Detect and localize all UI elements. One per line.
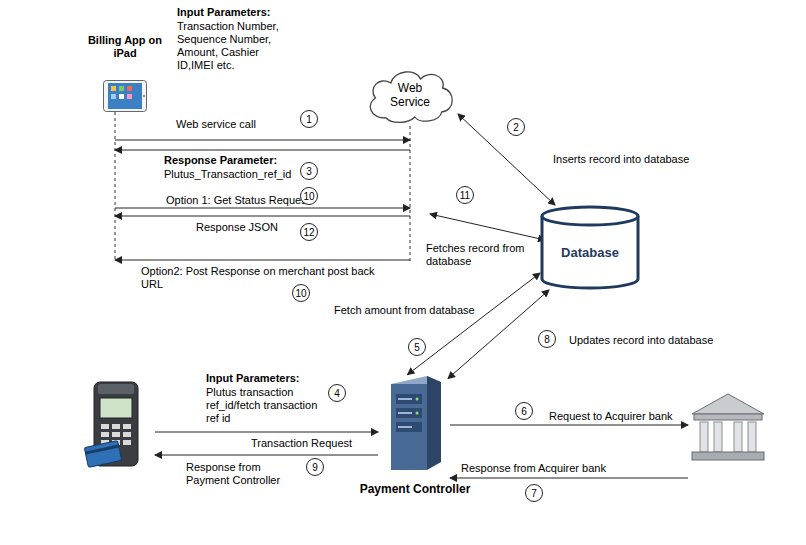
pos-screen bbox=[100, 398, 132, 418]
drawing-circle bbox=[143, 95, 145, 97]
app-node: Billing App on iPad bbox=[72, 34, 178, 114]
drawing-rect bbox=[700, 422, 708, 452]
drawing-rect bbox=[123, 424, 131, 429]
flow-label: Fetches record from database bbox=[425, 242, 527, 268]
txn-response-arrow bbox=[155, 455, 378, 456]
status-arrow bbox=[115, 208, 410, 209]
flow-label: Transaction Number, Sequence Number, Amo… bbox=[176, 20, 293, 72]
drawing-circle bbox=[416, 398, 419, 401]
drawing-rect bbox=[748, 422, 756, 452]
service-lifeline bbox=[410, 126, 411, 262]
call-arrow bbox=[115, 140, 410, 141]
flow-label: Web service call bbox=[175, 118, 257, 131]
callout-number: 1 bbox=[300, 110, 318, 128]
json-arrow bbox=[115, 216, 410, 217]
app-lifeline bbox=[115, 112, 116, 262]
drawing-rect bbox=[119, 94, 124, 99]
drawing-ellipse bbox=[542, 207, 638, 225]
postback-arrow bbox=[115, 260, 410, 261]
drawing-rect bbox=[123, 432, 131, 437]
drawing-rect bbox=[111, 94, 116, 99]
flow-label: Transaction Request bbox=[250, 437, 353, 450]
callout-number: 2 bbox=[507, 118, 525, 136]
node-label: Billing App on iPad bbox=[84, 34, 166, 60]
callout-number: 11 bbox=[456, 186, 474, 204]
drawing-path bbox=[370, 72, 452, 123]
bank-beam bbox=[694, 414, 762, 420]
drawing-rect bbox=[398, 398, 412, 400]
lifelines bbox=[115, 112, 410, 262]
drawing-rect bbox=[119, 86, 124, 91]
drawing-rect bbox=[127, 86, 132, 91]
drawing-rect bbox=[734, 422, 742, 452]
txn-request-arrow bbox=[155, 432, 378, 433]
flow-label: Response from Payment Controller bbox=[185, 461, 297, 487]
callout-number: 6 bbox=[515, 402, 533, 420]
flow-label: Option2: Post Response on merchant post … bbox=[140, 265, 382, 291]
flow-label: Plutus_Transaction_ref_id bbox=[163, 168, 292, 181]
node-label: Web Service bbox=[380, 81, 440, 109]
flow-label: Request to Acquirer bank bbox=[548, 410, 674, 423]
drawing-rect bbox=[111, 86, 116, 91]
bank-columns bbox=[700, 422, 756, 452]
drawing-rect bbox=[391, 384, 427, 470]
ipad-icon bbox=[103, 80, 147, 112]
flow-label: Response JSON bbox=[195, 221, 279, 234]
drawing-rect bbox=[396, 394, 422, 404]
drawing-path bbox=[427, 376, 441, 470]
drawing-rect bbox=[104, 81, 147, 112]
connector bbox=[408, 273, 541, 375]
drawing-rect bbox=[112, 424, 120, 429]
callout-number: 10 bbox=[292, 284, 310, 302]
server-icon bbox=[387, 374, 443, 474]
drawing-rect bbox=[396, 422, 422, 432]
callout-number: 7 bbox=[525, 484, 543, 502]
bank-roof bbox=[692, 394, 764, 414]
parameter-heading: Input Parameters: bbox=[176, 6, 272, 19]
callout-number: 3 bbox=[300, 162, 318, 180]
node-label: Database bbox=[540, 245, 640, 260]
drawing-circle bbox=[416, 412, 419, 415]
drawing-rect bbox=[398, 412, 412, 414]
drawing-rect bbox=[108, 83, 142, 109]
drawing-rect bbox=[396, 408, 422, 418]
bank-request-arrow bbox=[450, 425, 688, 426]
parameter-heading: Input Parameters: bbox=[205, 372, 301, 385]
flow-label: Response from Acquirer bank bbox=[460, 462, 607, 475]
callout-number: 9 bbox=[306, 458, 324, 476]
drawing-rect bbox=[398, 426, 412, 428]
drawing-rect bbox=[112, 432, 120, 437]
drawing-rect bbox=[101, 432, 109, 437]
flow-label: Updates record into database bbox=[568, 334, 714, 347]
pos-printer bbox=[98, 384, 134, 394]
server-node: Payment Controller bbox=[340, 372, 490, 502]
flow-label: Option 1: Get Status Request bbox=[165, 194, 311, 207]
message-arrows bbox=[115, 140, 688, 478]
flow-label: Inserts record into database bbox=[552, 153, 690, 166]
drawing-rect bbox=[127, 94, 132, 99]
card-stripe bbox=[85, 445, 119, 455]
node-label: Payment Controller bbox=[340, 482, 490, 496]
bank-base bbox=[692, 452, 764, 460]
flow-label: Fetch amount from database bbox=[333, 304, 476, 317]
callout-number: 10 bbox=[300, 187, 318, 205]
fetch-arrow bbox=[430, 214, 545, 240]
callout-number: 4 bbox=[328, 384, 346, 402]
callout-number: 5 bbox=[408, 338, 426, 356]
parameter-heading: Response Parameter: bbox=[163, 154, 278, 167]
drawing-rect bbox=[714, 422, 722, 452]
bank-response-arrow bbox=[450, 478, 688, 479]
bank-building bbox=[692, 394, 764, 460]
cloud-node: Web Service bbox=[362, 66, 458, 126]
callout-number: 12 bbox=[300, 223, 318, 241]
flow-label: Plutus transaction ref_id/fetch transact… bbox=[205, 386, 325, 425]
database-cylinder: Database bbox=[540, 205, 640, 290]
response-arrow bbox=[115, 150, 410, 151]
pos-terminal bbox=[84, 382, 138, 467]
callout-number: 8 bbox=[538, 330, 556, 348]
pos-card bbox=[84, 441, 121, 468]
drawing-rect bbox=[101, 424, 109, 429]
drawing-rect bbox=[123, 440, 131, 445]
